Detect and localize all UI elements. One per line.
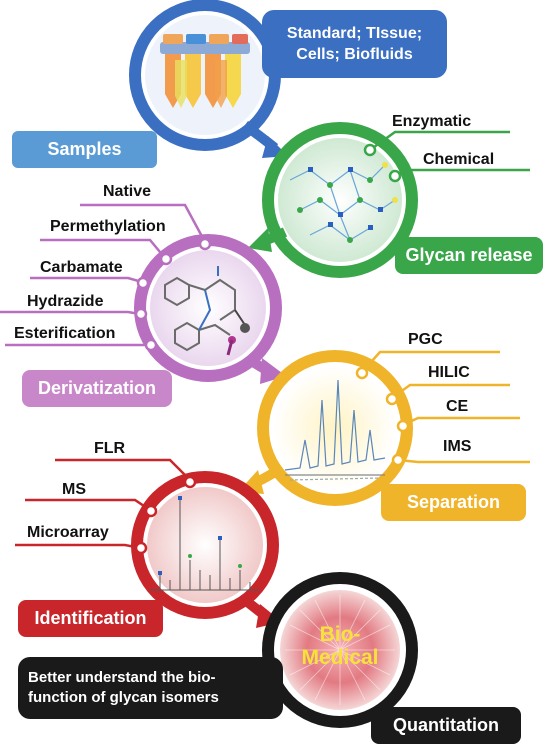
method-ce: CE bbox=[446, 398, 469, 415]
connector-ims bbox=[397, 458, 530, 464]
sep-inner bbox=[273, 366, 397, 490]
connector-enzymatic bbox=[369, 130, 510, 152]
quantitation-label: Quantitation bbox=[371, 707, 521, 744]
samples-detail-line-1: Standard; TIssue; bbox=[286, 25, 423, 42]
derivatization-node bbox=[0, 203, 286, 384]
separation-node bbox=[238, 350, 530, 506]
mass-spectrum-icon bbox=[150, 496, 260, 591]
method-pgc: PGC bbox=[408, 331, 443, 348]
connector-microarray bbox=[15, 543, 141, 550]
method-hydrazide: Hydrazide bbox=[27, 293, 104, 310]
samples-node bbox=[129, 0, 288, 158]
identification-node bbox=[15, 458, 282, 628]
samples-detail-box: Standard; TIssue; Cells; Biofluids bbox=[262, 10, 447, 78]
method-ims: IMS bbox=[443, 438, 472, 455]
method-hilic: HILIC bbox=[428, 364, 470, 381]
samples-detail-line-2: Cells; Biofluids bbox=[296, 46, 413, 63]
glycan-network-icon bbox=[289, 162, 398, 243]
connector-flr bbox=[55, 458, 191, 481]
method-enzymatic: Enzymatic bbox=[392, 113, 472, 130]
bio-medical-text: Bio- Medical bbox=[301, 623, 379, 669]
method-native: Native bbox=[103, 183, 152, 200]
connector-hilic bbox=[391, 383, 510, 400]
glycan-arrowhead bbox=[248, 228, 272, 252]
method-chemical: Chemical bbox=[423, 151, 495, 168]
method-esterification: Esterification bbox=[14, 325, 116, 342]
connector-hydrazide bbox=[0, 310, 141, 316]
connector-chemical bbox=[394, 168, 530, 178]
derivatization-label: Derivatization bbox=[22, 370, 172, 407]
connector-permethylation bbox=[40, 238, 166, 259]
method-flr: FLR bbox=[94, 440, 126, 457]
method-ms: MS bbox=[62, 481, 86, 498]
glycan-release-node bbox=[248, 122, 530, 278]
connector-ce bbox=[402, 416, 520, 427]
id-inner bbox=[147, 487, 263, 603]
samples-label: Samples bbox=[12, 131, 157, 168]
sample-tubes-icon bbox=[160, 34, 250, 108]
glycan-inner bbox=[278, 138, 402, 262]
identification-label: Identification bbox=[18, 600, 163, 637]
connector-ms bbox=[25, 498, 151, 512]
method-carbamate: Carbamate bbox=[40, 259, 123, 276]
quantitation-node bbox=[262, 572, 418, 728]
glycan-release-label: Glycan release bbox=[395, 237, 543, 274]
separation-label: Separation bbox=[381, 484, 526, 521]
chromatogram-icon bbox=[284, 379, 386, 481]
connector-native bbox=[80, 203, 207, 243]
molecule-structure-icon bbox=[164, 266, 250, 356]
deriv-inner bbox=[150, 250, 266, 366]
connector-carbamate bbox=[30, 276, 143, 284]
burst-lines bbox=[285, 595, 395, 705]
method-permethylation: Permethylation bbox=[50, 218, 166, 235]
method-microarray: Microarray bbox=[27, 524, 109, 541]
quantitation-caption: Better understand the bio- function of g… bbox=[18, 657, 283, 719]
connector-pgc bbox=[361, 350, 500, 373]
